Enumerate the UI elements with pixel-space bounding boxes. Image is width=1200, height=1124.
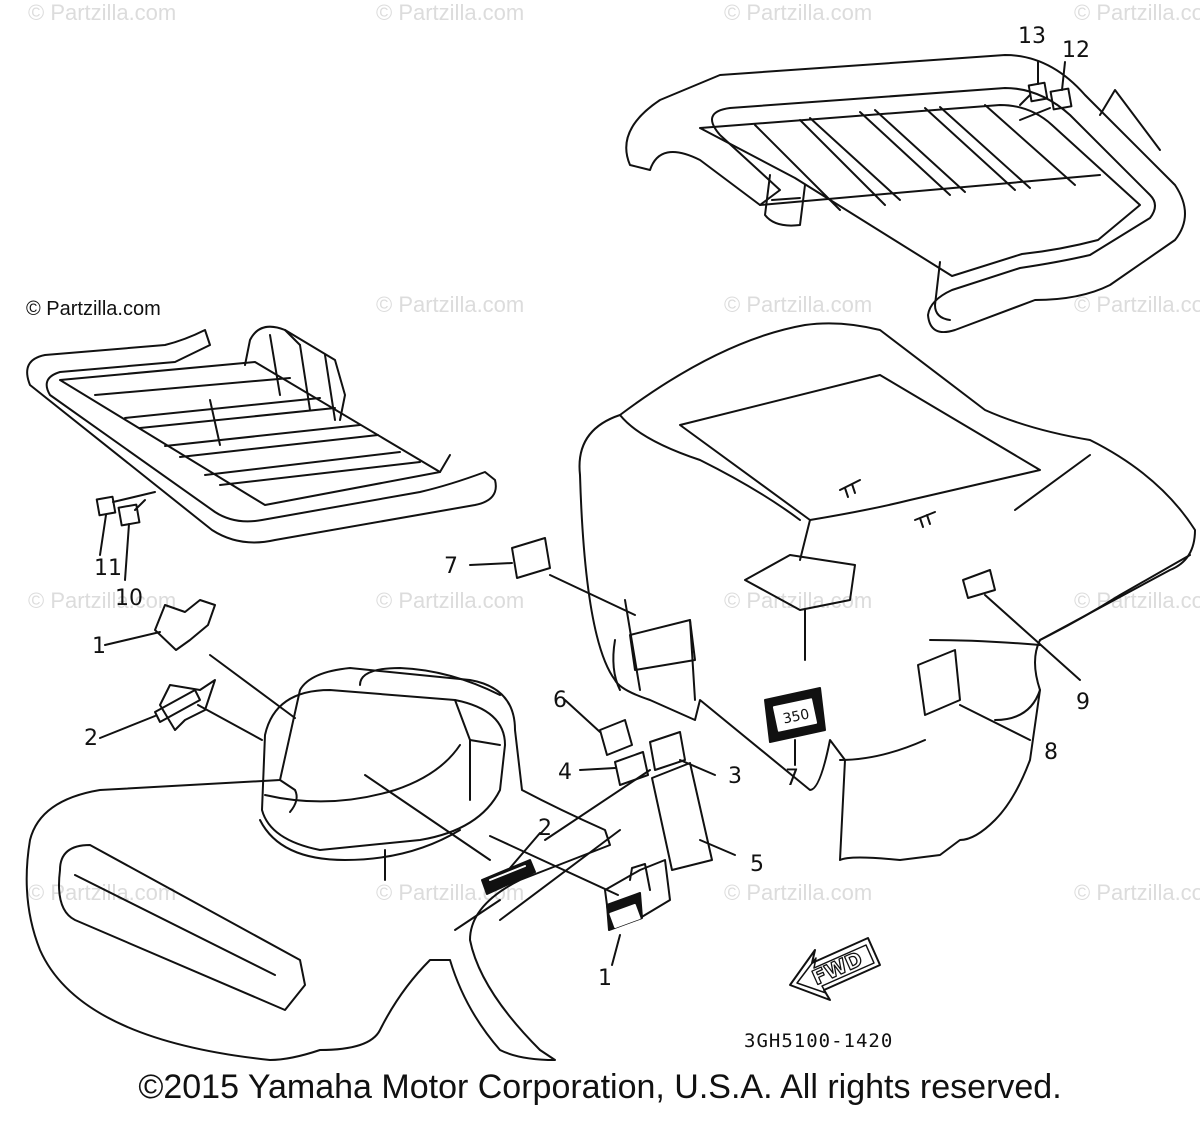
watermark: © Partzilla.com [1074, 0, 1200, 25]
decal-350 [764, 687, 826, 743]
callout-13: 13 [1018, 24, 1046, 49]
callout-12: 12 [1062, 38, 1090, 63]
decal-4 [614, 751, 649, 786]
decal-9 [962, 569, 996, 599]
decal-6 [599, 719, 633, 756]
watermark: © Partzilla.com [28, 880, 177, 905]
watermark: © Partzilla.com [28, 588, 177, 613]
watermark: © Partzilla.com [724, 0, 873, 25]
callout-2-upper: 2 [84, 726, 98, 751]
watermark: © Partzilla.com [376, 0, 525, 25]
watermark: © Partzilla.com [28, 0, 177, 25]
callout-7-lower: 7 [785, 766, 799, 791]
decal-10 [117, 503, 141, 527]
callout-8: 8 [1044, 740, 1058, 765]
decal-2-lower [481, 859, 536, 895]
watermark: © Partzilla.com [376, 588, 525, 613]
watermark: © Partzilla.com [1074, 292, 1200, 317]
watermark: © Partzilla.com [724, 292, 873, 317]
rear-fender [578, 322, 1196, 861]
callout-9: 9 [1076, 690, 1090, 715]
watermark: © Partzilla.com [1074, 588, 1200, 613]
callout-11: 11 [94, 556, 122, 581]
decal-2-upper [154, 689, 201, 723]
decal-7-upper [511, 537, 551, 579]
decal-3 [649, 731, 686, 771]
front-carrier [26, 325, 497, 544]
callout-1-lower: 1 [598, 966, 612, 991]
decal-13 [1027, 81, 1049, 103]
callout-7-upper: 7 [444, 554, 458, 579]
callout-2-lower: 2 [538, 816, 552, 841]
copyright-notice: ©2015 Yamaha Motor Corporation, U.S.A. A… [138, 1068, 1062, 1106]
callout-4: 4 [558, 760, 572, 785]
decal-1-upper [159, 679, 216, 731]
decal-1-lower [604, 859, 671, 931]
decal-5 [651, 762, 713, 871]
decal-12 [1049, 87, 1073, 111]
callout-5: 5 [750, 852, 764, 877]
callout-1-upper: 1 [92, 634, 106, 659]
watermark: © Partzilla.com [376, 292, 525, 317]
watermark: © Partzilla.com [724, 880, 873, 905]
decal-8 [917, 649, 961, 716]
decal-350-label: 350 [781, 706, 810, 727]
watermark-primary: © Partzilla.com [26, 298, 161, 320]
callout-10: 10 [115, 586, 143, 611]
watermark: © Partzilla.com [1074, 880, 1200, 905]
fwd-arrow-icon [789, 937, 881, 1001]
rear-carrier [625, 54, 1186, 334]
decal-11 [95, 495, 117, 517]
part-code: 3GH5100-1420 [744, 1030, 894, 1052]
callout-6: 6 [553, 688, 567, 713]
callout-3: 3 [728, 764, 742, 789]
front-fender [25, 667, 611, 1061]
